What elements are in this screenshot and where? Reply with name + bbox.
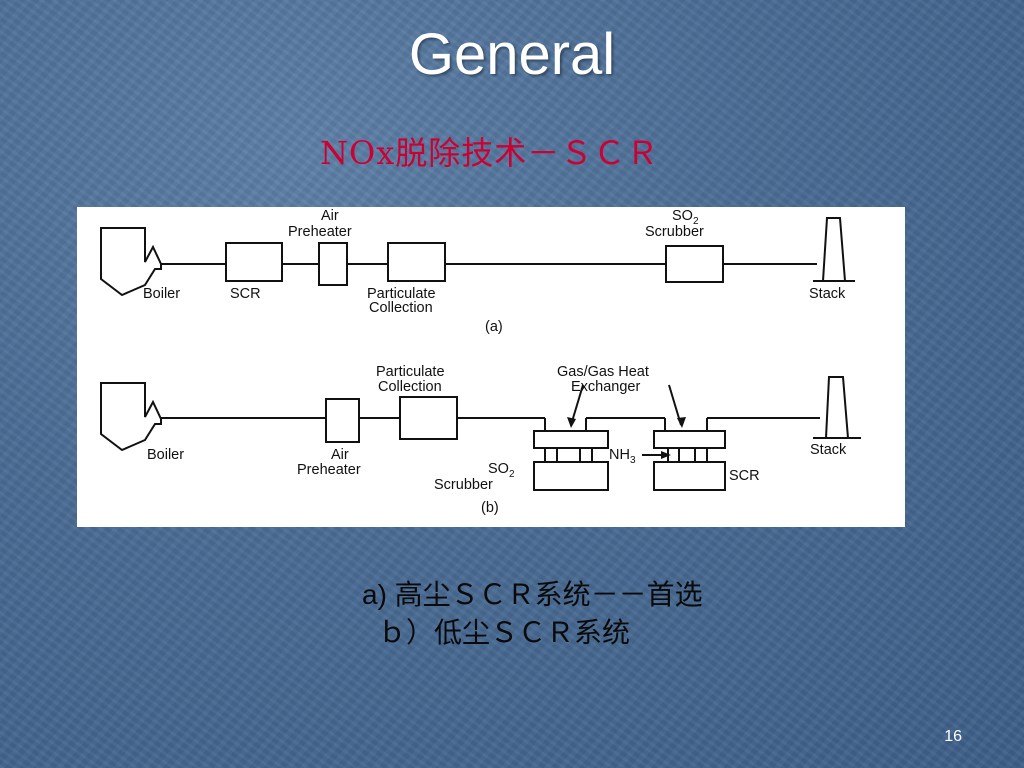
label-stack-b: Stack bbox=[810, 442, 847, 458]
stack-a-shape bbox=[822, 217, 846, 282]
label-particulate-b-1: Particulate bbox=[376, 364, 445, 380]
label-scr-b: SCR bbox=[729, 468, 760, 484]
label-air-b-1: Air bbox=[331, 447, 349, 463]
scrubber-b-box bbox=[533, 461, 609, 491]
label-air-a-1: Air bbox=[321, 208, 339, 224]
label-stack-a: Stack bbox=[809, 286, 846, 302]
arrowhead-exchanger-left bbox=[567, 417, 576, 428]
label-boiler-b: Boiler bbox=[147, 447, 184, 463]
arrowhead-exchanger-right bbox=[677, 417, 686, 428]
label-particulate-a-2: Collection bbox=[369, 300, 433, 316]
arrowhead-nh3 bbox=[661, 451, 671, 459]
page-number: 16 bbox=[944, 728, 962, 745]
scr-configuration-diagram: Boiler SCR Air Preheater Particulate Col… bbox=[77, 207, 905, 527]
scr-b-box bbox=[653, 461, 726, 491]
heat-exchanger-left-box bbox=[533, 430, 609, 449]
boiler-a-shape bbox=[100, 227, 162, 297]
label-scr-a: SCR bbox=[230, 286, 261, 302]
label-exchanger-1: Gas/Gas Heat bbox=[557, 364, 649, 380]
slide-title: General bbox=[408, 22, 616, 87]
label-air-a-2: Preheater bbox=[288, 224, 352, 240]
label-a: (a) bbox=[485, 319, 503, 335]
particulate-b-box bbox=[399, 396, 458, 440]
label-nh3: NH3 bbox=[609, 447, 636, 466]
boiler-b-shape bbox=[100, 382, 162, 452]
label-exchanger-2: Exchanger bbox=[571, 379, 640, 395]
caption-low-dust: ｂ）低尘ＳＣＲ系统 bbox=[378, 617, 631, 648]
heat-exchanger-right-box bbox=[653, 430, 726, 449]
arrow-exchanger-left bbox=[570, 384, 584, 426]
scrubber-a-box bbox=[665, 245, 724, 283]
label-scrubber-b: Scrubber bbox=[434, 477, 493, 493]
air-preheater-b-box bbox=[325, 398, 360, 443]
label-so2-a: SO2 bbox=[672, 208, 699, 227]
diagram-svg: Boiler SCR Air Preheater Particulate Col… bbox=[100, 208, 861, 516]
particulate-a-box bbox=[387, 242, 446, 282]
stack-b-shape bbox=[825, 376, 849, 439]
caption-high-dust: a) 高尘ＳＣＲ系统－－首选 bbox=[362, 579, 703, 610]
label-boiler-a: Boiler bbox=[143, 286, 180, 302]
scr-a-box bbox=[225, 242, 283, 282]
label-air-b-2: Preheater bbox=[297, 462, 361, 478]
slide-subtitle: NOx脱除技术－ＳＣＲ bbox=[320, 134, 660, 172]
label-so2-b: SO2 bbox=[488, 461, 515, 480]
air-preheater-a-box bbox=[318, 242, 348, 286]
label-b: (b) bbox=[481, 500, 499, 516]
label-scrubber-a: Scrubber bbox=[645, 224, 704, 240]
label-particulate-b-2: Collection bbox=[378, 379, 442, 395]
label-particulate-a-1: Particulate bbox=[367, 286, 436, 302]
